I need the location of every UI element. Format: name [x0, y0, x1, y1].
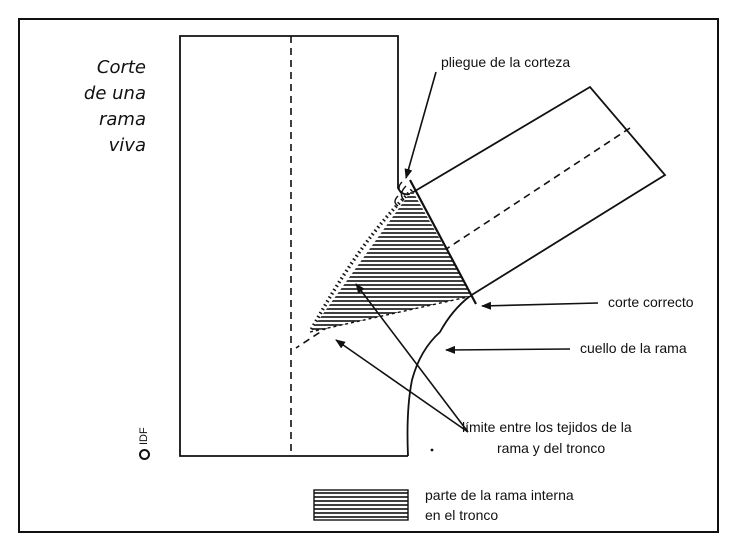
bark-fold-curls — [394, 181, 407, 207]
legend-label-line2: en el tronco — [425, 507, 499, 523]
copyright-mark: IDF — [138, 427, 150, 460]
diagram-title: Corte de una rama viva — [36, 55, 146, 159]
arrow-correct-cut — [481, 301, 599, 310]
branch-outline — [409, 85, 667, 297]
label-branch-collar: cuello de la rama — [580, 340, 687, 356]
arrow-branch-collar — [445, 345, 571, 354]
scan-speck — [430, 448, 434, 452]
title-line-2: de una rama — [83, 83, 146, 130]
internal-branch-region — [310, 190, 472, 332]
tissue-boundary-lower — [309, 295, 473, 333]
trunk-right-lower — [406, 295, 471, 457]
branch-pith-line — [295, 127, 631, 349]
arrow-tissue-limit-1 — [355, 283, 469, 433]
label-tissue-limit-line1: límite entre los tejidos de la — [462, 419, 632, 435]
arrow-tissue-limit-2 — [335, 339, 469, 433]
label-bark-fold: pliegue de la corteza — [441, 54, 571, 70]
correct-cut-line — [409, 179, 477, 305]
label-correct-cut: corte correcto — [608, 294, 694, 310]
legend-hatch-swatch — [313, 489, 409, 521]
title-line-3: viva — [108, 135, 146, 156]
outer-border — [18, 18, 719, 533]
copyright-text: IDF — [138, 427, 150, 445]
copyright-circle-icon — [138, 449, 150, 460]
legend-label-line1: parte de la rama interna — [425, 487, 574, 503]
arrow-bark-fold — [404, 71, 437, 179]
label-tissue-limit-line2: rama y del tronco — [497, 440, 606, 456]
title-line-1: Corte — [96, 57, 146, 78]
